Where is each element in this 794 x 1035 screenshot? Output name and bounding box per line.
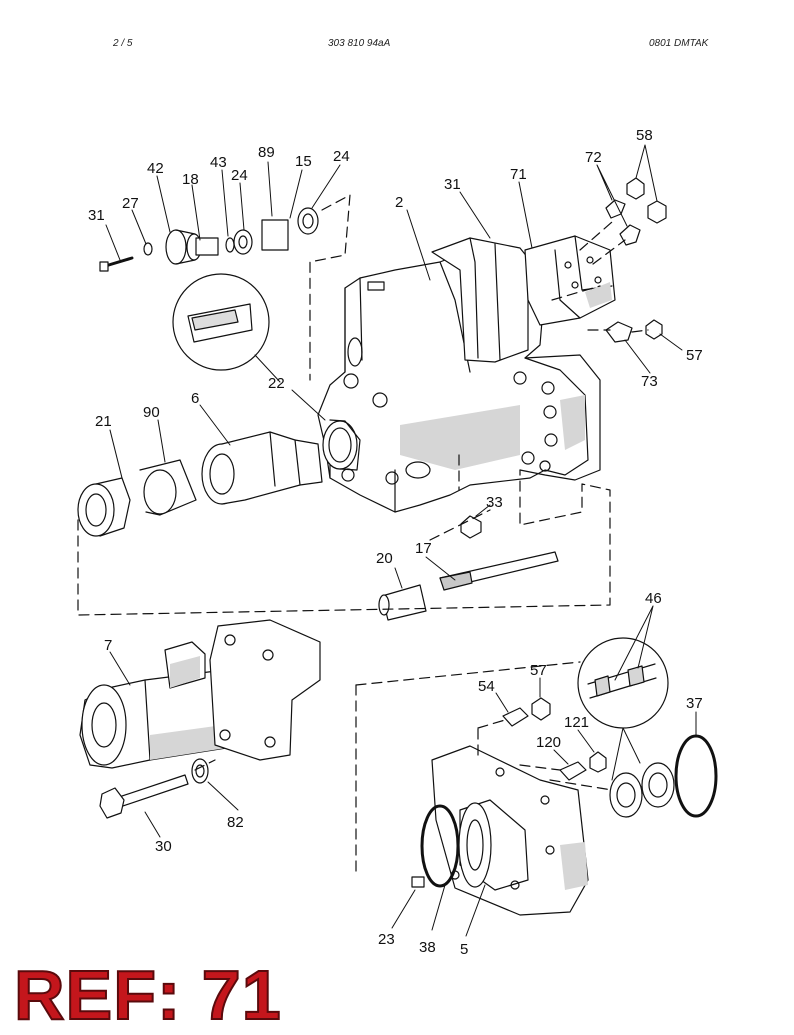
callout-20: 20 — [376, 550, 393, 567]
hydraulic-fittings — [605, 177, 667, 343]
callout-43: 43 — [210, 154, 227, 171]
coupling-assembly — [77, 431, 323, 537]
callout-24-top: 24 — [333, 148, 350, 165]
callout-27: 27 — [122, 195, 139, 212]
callout-42: 42 — [147, 160, 164, 177]
callout-46: 46 — [645, 590, 662, 607]
callout-24-left: 24 — [231, 167, 248, 184]
callout-90: 90 — [143, 404, 160, 421]
callout-38: 38 — [419, 939, 436, 956]
callout-2: 2 — [395, 194, 403, 211]
callout-121: 121 — [564, 714, 589, 731]
header-page-number: 2 / 5 — [113, 38, 133, 49]
header-model-code: 0801 DMTAK — [649, 38, 709, 49]
callout-57-top: 57 — [686, 347, 703, 364]
ref-stamp: REF: 71 — [13, 956, 282, 1034]
header-document-number: 303 810 94aA — [328, 38, 391, 49]
callout-71: 71 — [510, 166, 527, 183]
callout-57-bottom: 57 — [530, 662, 547, 679]
callout-73: 73 — [641, 373, 658, 390]
callout-31-bolt: 31 — [88, 207, 105, 224]
callout-89: 89 — [258, 144, 275, 161]
callout-23: 23 — [378, 931, 395, 948]
callout-15: 15 — [295, 153, 312, 170]
gear-shaft-assembly — [99, 207, 319, 272]
pump-housing — [317, 235, 616, 513]
end-cover-assembly — [411, 697, 718, 916]
callout-33: 33 — [486, 494, 503, 511]
callout-17: 17 — [415, 540, 432, 557]
detail-circles — [172, 273, 669, 729]
cylinder-assembly — [79, 619, 321, 819]
callout-18: 18 — [182, 171, 199, 188]
callout-6: 6 — [191, 390, 199, 407]
callout-21: 21 — [95, 413, 112, 430]
callout-54: 54 — [478, 678, 495, 695]
callout-37: 37 — [686, 695, 703, 712]
assembly-lines — [77, 194, 649, 876]
callout-7: 7 — [104, 637, 112, 654]
callout-72: 72 — [585, 149, 602, 166]
drive-shaft — [378, 515, 559, 621]
callout-58: 58 — [636, 127, 653, 144]
callout-labels: 58 72 71 31 2 89 15 24 43 42 18 24 27 31… — [88, 127, 703, 958]
leader-lines — [105, 144, 697, 937]
callout-22: 22 — [268, 375, 285, 392]
callout-82: 82 — [227, 814, 244, 831]
callout-5: 5 — [460, 941, 468, 958]
callout-120: 120 — [536, 734, 561, 751]
callout-31-cover: 31 — [444, 176, 461, 193]
callout-30: 30 — [155, 838, 172, 855]
